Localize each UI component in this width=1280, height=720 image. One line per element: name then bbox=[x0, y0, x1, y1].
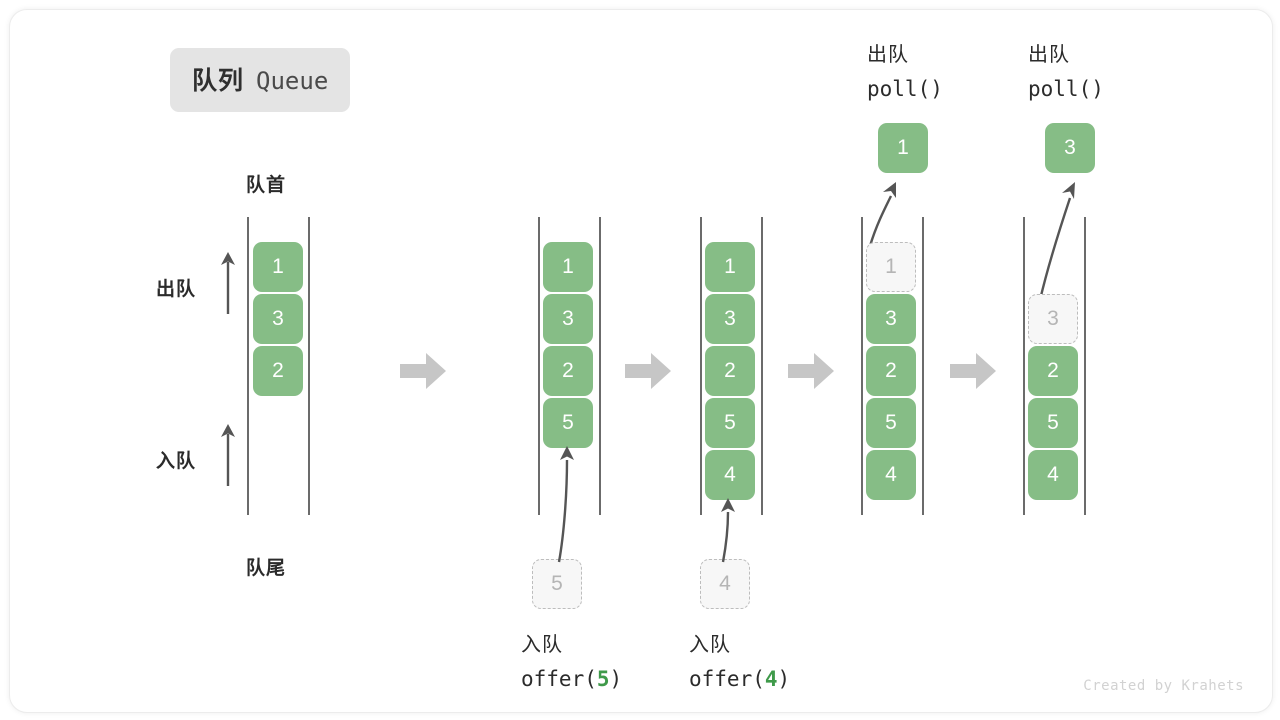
queue-card: 5 bbox=[705, 398, 755, 448]
dequeue-direction-label: 出队 bbox=[156, 279, 197, 300]
queue-card: 4 bbox=[1028, 450, 1078, 500]
credit-text: Created by Krahets bbox=[1083, 678, 1244, 694]
queue-card: 1 bbox=[253, 242, 303, 292]
queue-card-ejected: 3 bbox=[1045, 123, 1095, 173]
queue-card-new: 4 bbox=[705, 450, 755, 500]
ghost-card: 5 bbox=[532, 559, 582, 609]
queue-stack-col4: 1 3 2 5 4 bbox=[866, 242, 916, 500]
ghost-card: 3 bbox=[1028, 294, 1078, 344]
operation-code: offer(5) bbox=[521, 667, 623, 691]
title-english: Queue bbox=[256, 67, 329, 95]
queue-stack-col1: 1 3 2 bbox=[253, 242, 303, 396]
operation-code: offer(4) bbox=[689, 667, 791, 691]
ghost-card: 1 bbox=[866, 242, 916, 292]
step-separator-arrow-icon-1 bbox=[400, 351, 446, 391]
curved-arrow-icon-poll3 bbox=[1018, 178, 1088, 302]
incoming-ghost-card-col2: 5 bbox=[532, 559, 582, 609]
ejected-card-col4: 1 bbox=[878, 123, 928, 173]
queue-card: 3 bbox=[866, 294, 916, 344]
step-separator-arrow-icon-3 bbox=[788, 351, 834, 391]
operation-label-col2: 入队 offer(5) bbox=[521, 628, 622, 696]
queue-head-label: 队首 bbox=[246, 175, 287, 196]
queue-rail-right-col5 bbox=[1084, 217, 1086, 515]
queue-tail-label: 队尾 bbox=[246, 558, 287, 579]
operation-chinese: 出队 bbox=[867, 44, 909, 66]
queue-card: 5 bbox=[1028, 398, 1078, 448]
queue-card: 3 bbox=[253, 294, 303, 344]
operation-label-col3: 入队 offer(4) bbox=[689, 628, 790, 696]
queue-card: 3 bbox=[705, 294, 755, 344]
diagram-canvas: 队列 Queue 队首 队尾 出队 入队 1 3 2 1 3 2 bbox=[9, 9, 1273, 713]
curved-arrow-icon-offer5 bbox=[540, 442, 590, 564]
curved-arrow-icon-poll1 bbox=[858, 178, 908, 248]
operation-chinese: 入队 bbox=[689, 634, 731, 656]
queue-card: 2 bbox=[253, 346, 303, 396]
queue-rail-right-col2 bbox=[599, 217, 601, 515]
queue-card: 3 bbox=[543, 294, 593, 344]
operation-code: poll() bbox=[1028, 77, 1104, 101]
operation-chinese: 出队 bbox=[1028, 44, 1070, 66]
queue-card: 2 bbox=[866, 346, 916, 396]
step-separator-arrow-icon-2 bbox=[625, 351, 671, 391]
queue-rail-right-col3 bbox=[761, 217, 763, 515]
ghost-card: 4 bbox=[700, 559, 750, 609]
queue-card: 5 bbox=[866, 398, 916, 448]
operation-label-col4: 出队 poll() bbox=[867, 38, 943, 106]
queue-rail-left-col4 bbox=[861, 217, 863, 515]
queue-rail-right-col4 bbox=[922, 217, 924, 515]
queue-rail-left-col3 bbox=[700, 217, 702, 515]
step-separator-arrow-icon-4 bbox=[950, 351, 996, 391]
incoming-ghost-card-col3: 4 bbox=[700, 559, 750, 609]
operation-chinese: 入队 bbox=[521, 634, 563, 656]
operation-code: poll() bbox=[867, 77, 943, 101]
queue-card: 4 bbox=[866, 450, 916, 500]
enqueue-direction-label: 入队 bbox=[156, 451, 197, 472]
queue-card: 1 bbox=[705, 242, 755, 292]
queue-card-ejected: 1 bbox=[878, 123, 928, 173]
up-arrow-icon-dequeue bbox=[219, 250, 237, 316]
up-arrow-icon-enqueue bbox=[219, 422, 237, 488]
queue-rail-right-col1 bbox=[308, 217, 310, 515]
queue-card: 2 bbox=[543, 346, 593, 396]
queue-card: 1 bbox=[543, 242, 593, 292]
queue-stack-col2: 1 3 2 5 bbox=[543, 242, 593, 448]
queue-card: 2 bbox=[705, 346, 755, 396]
queue-rail-left-col2 bbox=[538, 217, 540, 515]
title-chinese: 队列 bbox=[192, 67, 245, 95]
queue-rail-left-col5 bbox=[1023, 217, 1025, 515]
operation-label-col5: 出队 poll() bbox=[1028, 38, 1104, 106]
queue-stack-col3: 1 3 2 5 4 bbox=[705, 242, 755, 500]
curved-arrow-icon-offer4 bbox=[707, 494, 751, 564]
diagram-title-badge: 队列 Queue bbox=[170, 48, 351, 112]
queue-card-new: 5 bbox=[543, 398, 593, 448]
queue-card: 2 bbox=[1028, 346, 1078, 396]
queue-rail-left-col1 bbox=[247, 217, 249, 515]
ejected-card-col5: 3 bbox=[1045, 123, 1095, 173]
queue-stack-col5: 3 2 5 4 bbox=[1028, 294, 1078, 500]
